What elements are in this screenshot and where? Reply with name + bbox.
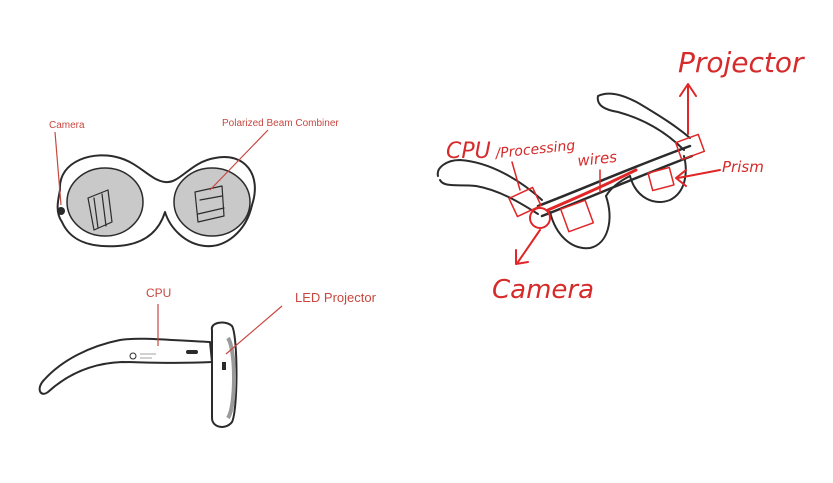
right-lens [174,168,250,236]
cpu-sketch-leader [512,162,520,190]
projector-window [222,362,226,370]
front-temple-arm [438,160,542,214]
camera-label: Camera [49,120,85,131]
projector-arrow [680,84,696,134]
prism-arrow [676,170,720,186]
cpu-logo-icon [130,353,136,359]
prism-sketch-label: Prism [722,158,764,176]
processing-sketch-label: /Processing [493,138,576,162]
left-lens [67,168,143,236]
combiner-label: Polarized Beam Combiner [222,118,339,129]
processing-box [561,200,594,231]
led-projector-label: LED Projector [295,290,377,305]
front-view-glasses: Camera Polarized Beam Combiner [49,118,339,246]
wires-line [548,170,636,210]
camera-arrow [516,230,540,264]
wires-sketch-label: wires [577,148,618,170]
side-view-glasses: CPU LED Projector [40,286,377,427]
camera-dot [57,207,65,215]
perspective-sketch: Projector CPU /Processing wires Prism Ca… [438,46,805,305]
camera-leader-line [55,132,61,205]
cpu-slot [186,350,198,354]
cpu-sketch-label: CPU [446,139,491,164]
projector-sketch-label: Projector [678,46,805,79]
cpu-label: CPU [146,286,171,300]
camera-sketch-label: Camera [492,275,594,305]
back-temple-arm [598,94,690,150]
temple-arm-outline [40,339,212,394]
